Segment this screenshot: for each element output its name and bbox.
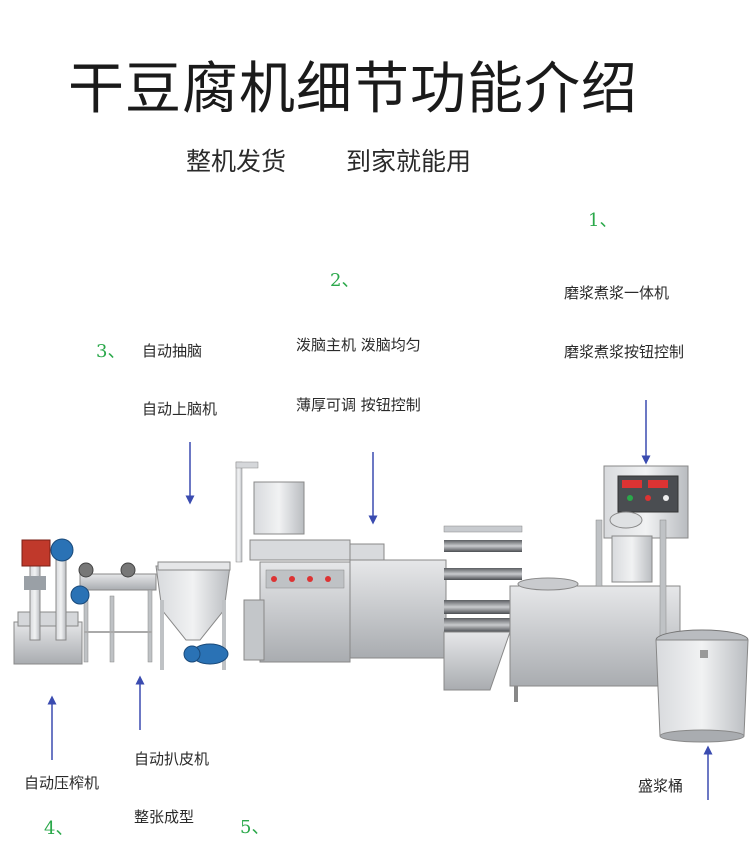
curd-pump-hopper: [155, 561, 231, 670]
peeling-machine: [70, 562, 157, 663]
label-number-1: 1、: [588, 210, 618, 231]
slurry-bucket: [655, 629, 749, 743]
label-grind-cook-1: 磨浆煮浆一体机: [564, 284, 670, 302]
label-number-2: 2、: [330, 270, 360, 291]
press-machine: [13, 538, 83, 665]
main-spreading-machine: [235, 461, 447, 663]
label-peeling-2: 整张成型: [134, 808, 195, 826]
label-number-5: 5、: [240, 817, 270, 838]
roller-section: [443, 525, 523, 691]
subtitle-right: 到家就能用: [346, 147, 472, 176]
label-spreading-1: 泼脑主机 泼脑均匀: [296, 336, 421, 354]
label-curd-2: 自动上脑机: [142, 400, 218, 418]
label-number-3: 3、: [96, 341, 126, 362]
grinding-cooking-machine: [509, 465, 689, 717]
label-spreading-2: 薄厚可调 按钮控制: [296, 396, 421, 414]
label-bucket: 盛浆桶: [638, 777, 684, 795]
label-curd-1: 自动抽脑: [142, 342, 203, 360]
label-peeling-1: 自动扒皮机: [134, 750, 210, 768]
label-grind-cook-2: 磨浆煮浆按钮控制: [564, 343, 685, 361]
subtitle-left: 整机发货: [186, 147, 287, 176]
label-number-4: 4、: [44, 818, 74, 839]
label-press: 自动压榨机: [24, 774, 100, 792]
page-title: 干豆腐机细节功能介绍: [68, 57, 638, 122]
